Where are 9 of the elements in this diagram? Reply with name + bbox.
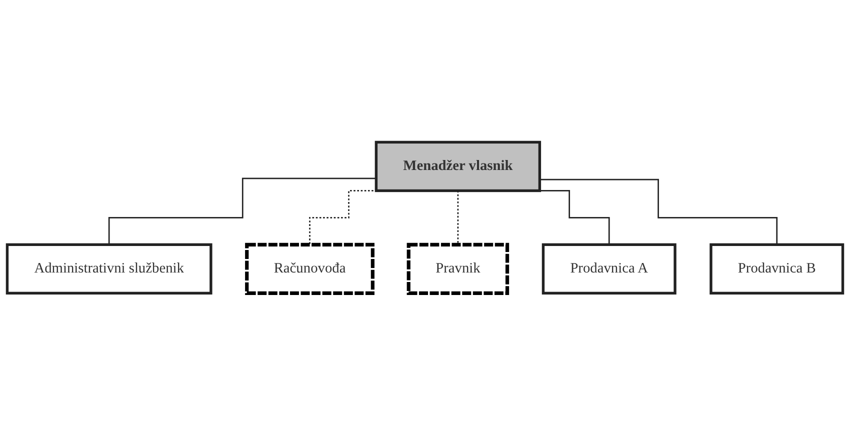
connector xyxy=(540,179,778,246)
node-box: Pravnik xyxy=(406,243,510,296)
connector xyxy=(108,178,376,246)
node-box: Prodavnica B xyxy=(710,244,844,295)
connector xyxy=(457,190,459,246)
node-box: Menadžer vlasnik xyxy=(374,141,542,192)
node-box: Prodavnica A xyxy=(542,244,676,295)
node-box: Administrativni službenik xyxy=(6,244,212,295)
node-box: Računovođa xyxy=(245,243,374,296)
